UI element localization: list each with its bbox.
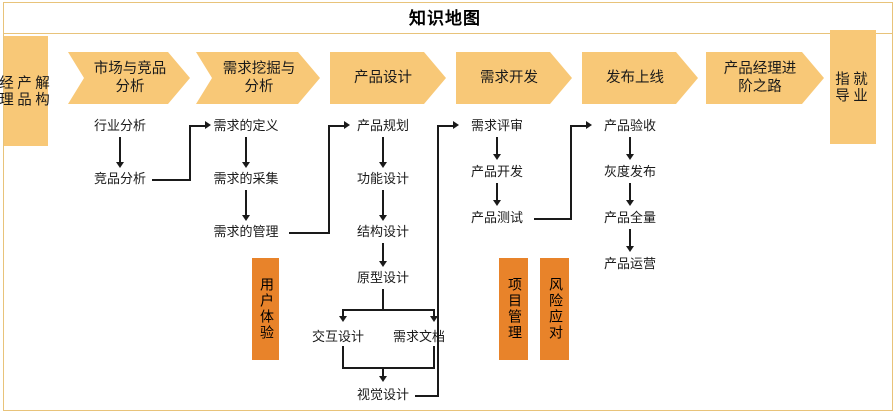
stage-release-online[interactable]: 发布上线 bbox=[582, 52, 698, 104]
page-title: 知识地图 bbox=[409, 9, 481, 29]
node-structure-design[interactable]: 结构设计 bbox=[356, 225, 410, 240]
arrowhead-down bbox=[242, 162, 250, 168]
stage-deconstruct-pm[interactable]: 解构 产品 经理 bbox=[0, 36, 49, 146]
arrowhead-right bbox=[586, 121, 592, 129]
edge-dev-to-test bbox=[496, 183, 498, 204]
edge-split-right bbox=[433, 309, 435, 318]
node-product-testing[interactable]: 产品测试 bbox=[470, 211, 524, 226]
stage-requirement-dev[interactable]: 需求开发 bbox=[456, 52, 572, 104]
edge-test-right bbox=[534, 218, 571, 220]
edge-doc-down bbox=[433, 346, 435, 368]
node-product-operations[interactable]: 产品运营 bbox=[603, 257, 657, 272]
edge-industry-to-competitor bbox=[119, 137, 121, 165]
arrowhead-down bbox=[379, 376, 387, 382]
arrowhead-right bbox=[205, 121, 211, 129]
edge-def-to-collect bbox=[245, 137, 247, 165]
edge-test-into-accept bbox=[570, 125, 588, 127]
node-interaction-design[interactable]: 交互设计 bbox=[311, 330, 365, 345]
node-competitor-analysis[interactable]: 竞品分析 bbox=[93, 172, 147, 187]
node-visual-design[interactable]: 视觉设计 bbox=[356, 388, 410, 403]
edge-review-to-dev bbox=[496, 137, 498, 158]
arrowhead-down bbox=[379, 215, 387, 221]
edge-split-left bbox=[342, 309, 344, 318]
node-req-collection[interactable]: 需求的采集 bbox=[213, 172, 279, 187]
node-req-definition[interactable]: 需求的定义 bbox=[213, 119, 279, 134]
edge-test-up bbox=[570, 125, 572, 220]
node-grayscale-release[interactable]: 灰度发布 bbox=[603, 165, 657, 180]
edge-competitor-into-req bbox=[189, 125, 207, 127]
edge-competitor-up bbox=[189, 125, 191, 181]
arrowhead-down bbox=[430, 316, 438, 322]
edge-structure-to-prototype bbox=[382, 243, 384, 265]
stage-product-design[interactable]: 产品设计 bbox=[330, 52, 446, 104]
edge-visual-up bbox=[437, 125, 439, 397]
arrowhead-right bbox=[453, 121, 459, 129]
edge-visual-right bbox=[415, 395, 439, 397]
edge-manage-right bbox=[289, 232, 329, 234]
edge-collect-to-manage bbox=[245, 190, 247, 218]
stage-pm-advancement[interactable]: 产品经理进 阶之路 bbox=[706, 52, 824, 104]
arrowhead-down bbox=[379, 261, 387, 267]
arrowhead-down bbox=[626, 154, 634, 160]
arrowhead-down bbox=[242, 215, 250, 221]
title-frame bbox=[3, 2, 893, 34]
edge-interaction-down bbox=[342, 346, 344, 368]
node-product-planning[interactable]: 产品规划 bbox=[356, 119, 410, 134]
edge-accept-to-gray bbox=[629, 137, 631, 158]
edge-gray-to-full bbox=[629, 183, 631, 204]
node-requirement-review[interactable]: 需求评审 bbox=[470, 119, 524, 134]
arrowhead-right bbox=[344, 121, 350, 129]
arrowhead-down bbox=[493, 200, 501, 206]
arrowhead-down bbox=[339, 316, 347, 322]
arrowhead-down bbox=[493, 154, 501, 160]
badge-user-experience[interactable]: 用户体验 bbox=[252, 258, 279, 360]
stage-career-guidance[interactable]: 就业 指导 bbox=[830, 30, 876, 144]
edge-prototype-down bbox=[382, 289, 384, 310]
arrowhead-down bbox=[116, 162, 124, 168]
node-product-acceptance[interactable]: 产品验收 bbox=[603, 119, 657, 134]
arrowhead-down bbox=[379, 162, 387, 168]
node-full-rollout[interactable]: 产品全量 bbox=[603, 211, 657, 226]
node-requirement-document[interactable]: 需求文档 bbox=[392, 330, 446, 345]
node-industry-analysis[interactable]: 行业分析 bbox=[93, 119, 147, 134]
node-product-development[interactable]: 产品开发 bbox=[470, 165, 524, 180]
node-function-design[interactable]: 功能设计 bbox=[356, 172, 410, 187]
edge-merge-down bbox=[382, 367, 384, 378]
edge-merge-visual bbox=[342, 367, 435, 369]
badge-project-management[interactable]: 项目管理 bbox=[499, 258, 528, 360]
edge-manage-into-plan bbox=[328, 125, 346, 127]
edge-full-to-ops bbox=[629, 229, 631, 250]
edge-plan-to-function bbox=[382, 137, 384, 165]
badge-risk-response[interactable]: 风险应对 bbox=[540, 258, 569, 360]
edge-visual-into-review bbox=[437, 125, 455, 127]
edge-manage-up bbox=[328, 125, 330, 234]
node-prototype-design[interactable]: 原型设计 bbox=[356, 271, 410, 286]
node-req-management[interactable]: 需求的管理 bbox=[213, 225, 279, 240]
edge-prototype-split bbox=[342, 309, 434, 311]
edge-function-to-structure bbox=[382, 190, 384, 218]
stage-requirement-mining[interactable]: 需求挖掘与 分析 bbox=[196, 52, 320, 104]
edge-competitor-right bbox=[152, 179, 190, 181]
stage-market-analysis[interactable]: 市场与竞品 分析 bbox=[68, 52, 190, 104]
arrowhead-down bbox=[626, 200, 634, 206]
arrowhead-down bbox=[626, 246, 634, 252]
